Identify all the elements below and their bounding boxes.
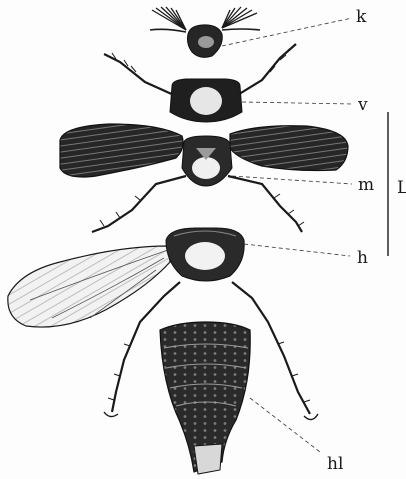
leader-m (232, 176, 352, 184)
head-with-antennae (150, 7, 352, 57)
label-hl: hl (327, 456, 343, 473)
middle-right-leg (228, 176, 302, 232)
front-right-leg (236, 44, 296, 96)
label-h: h (357, 250, 368, 267)
middle-left-leg (92, 176, 186, 232)
left-antenna-fan (150, 7, 186, 32)
right-elytron (230, 126, 348, 171)
left-elytron (60, 124, 183, 177)
prothorax-with-front-legs (104, 44, 352, 122)
leader-h (244, 244, 350, 256)
label-k: k (356, 9, 366, 26)
label-m: m (358, 177, 374, 194)
right-antenna-fan (222, 7, 260, 30)
abdomen (160, 322, 320, 474)
leader-hl (250, 398, 320, 452)
front-left-leg (104, 54, 176, 96)
label-v: v (358, 97, 368, 114)
mesothorax-with-elytra (60, 124, 352, 232)
leader-k (222, 18, 352, 46)
leader-v (242, 102, 352, 104)
label-L: L (397, 180, 406, 197)
